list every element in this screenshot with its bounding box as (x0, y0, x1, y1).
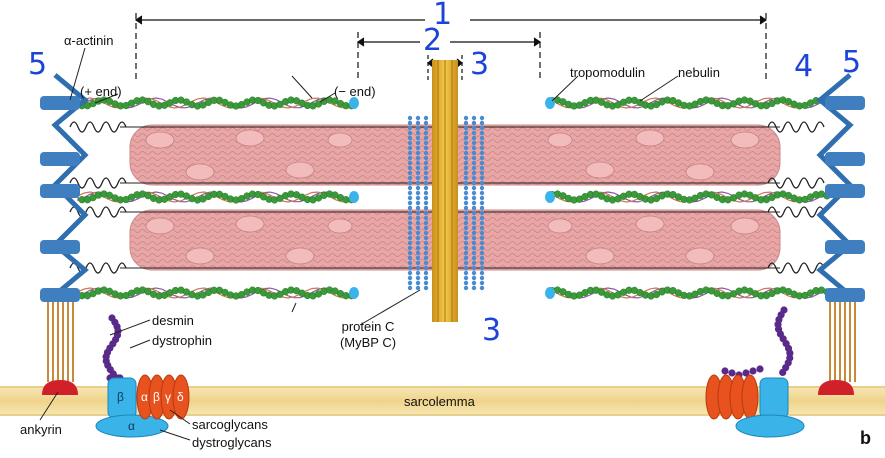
annotation-3-top: 3 (470, 47, 490, 82)
actin-filament (77, 190, 359, 204)
actin-filament (77, 96, 359, 110)
label-sarcoglycans: sarcoglycans (192, 417, 268, 432)
label-ankyrin: ankyrin (20, 422, 62, 437)
label-alpha-actinin: α-actinin (64, 33, 114, 48)
sarcoglycan-delta-letter: δ (177, 390, 184, 404)
z-disc-right (816, 73, 865, 302)
m-line (432, 60, 458, 322)
label-plus-end: (+ end) (80, 84, 122, 99)
dystroglycan-alpha-letter: α (128, 419, 135, 433)
costamere-right (829, 302, 856, 382)
annotation-5-left: 5 (28, 47, 48, 82)
dimension-lines (134, 13, 768, 80)
dystroglycan-beta-letter: β (117, 390, 124, 404)
leader-lines (39, 47, 679, 441)
ankyrin-left (42, 380, 78, 395)
dystroglycan-complex-right (705, 374, 805, 438)
annotation-1: 1 (433, 0, 453, 32)
sarcoglycan-alpha-letter: α (141, 390, 148, 404)
ankyrin-right (818, 380, 854, 395)
costamere-left (47, 302, 74, 382)
actin-filament (545, 96, 831, 110)
thin-filaments (77, 96, 831, 300)
panel-letter: b (860, 428, 871, 448)
sarcoglycan-beta-letter: β (153, 390, 160, 404)
label-mybp-c: (MyBP C) (339, 335, 397, 350)
actin-filament (77, 286, 359, 300)
actin-filament (545, 286, 831, 300)
label-tropomodulin: tropomodulin (570, 65, 646, 80)
label-dystrophin: dystrophin (152, 333, 212, 348)
annotation-4: 4 (794, 49, 814, 84)
label-desmin: desmin (152, 313, 194, 328)
protein-c-bands (407, 115, 485, 291)
label-minus-end: (− end) (334, 84, 376, 99)
sarcoglycan-gamma-letter: γ (165, 390, 171, 404)
dystroglycan-complex-left (95, 374, 190, 438)
annotation-2: 2 (423, 23, 443, 58)
label-nebulin: nebulin (678, 65, 720, 80)
label-protein-c: protein C (341, 319, 395, 334)
label-dystroglycans: dystroglycans (192, 435, 272, 450)
actin-filament (545, 190, 831, 204)
annotation-5-right: 5 (842, 45, 862, 80)
label-sarcolemma: sarcolemma (404, 394, 475, 409)
titin-springs (69, 121, 825, 274)
annotation-3-bottom: 3 (482, 313, 502, 348)
